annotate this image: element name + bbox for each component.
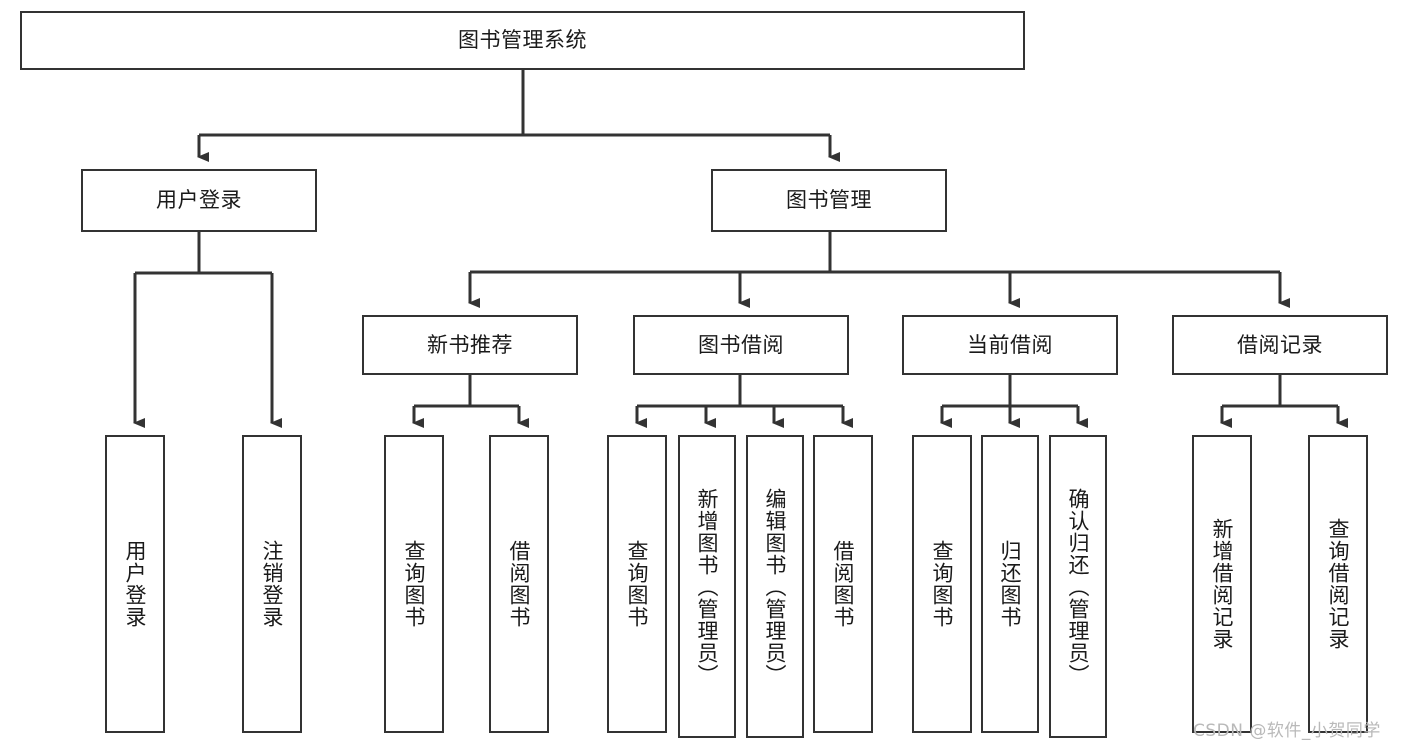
node-root-label: 图书管理系统 bbox=[458, 28, 587, 53]
node-leaf-add-borrow-record[interactable]: 新增借阅记录 bbox=[1192, 435, 1252, 733]
node-leaf-borrow-book-2-label: 借阅图书 bbox=[831, 540, 856, 628]
node-borrow-record[interactable]: 借阅记录 bbox=[1172, 315, 1388, 375]
node-leaf-query-book-1-label: 查询图书 bbox=[402, 540, 427, 628]
node-user-login-label: 用户登录 bbox=[156, 188, 242, 213]
node-leaf-user-login[interactable]: 用户登录 bbox=[105, 435, 165, 733]
node-leaf-query-book-1[interactable]: 查询图书 bbox=[384, 435, 444, 733]
node-leaf-user-login-label: 用户登录 bbox=[123, 540, 148, 628]
watermark-csdn: CSDN @软件_小贺同学 bbox=[1193, 721, 1381, 741]
node-leaf-borrow-book-2[interactable]: 借阅图书 bbox=[813, 435, 873, 733]
node-leaf-query-borrow-record-label: 查询借阅记录 bbox=[1326, 518, 1351, 650]
node-leaf-edit-book-admin-label: 编辑图书（管理员） bbox=[763, 487, 788, 686]
node-user-login[interactable]: 用户登录 bbox=[81, 169, 317, 232]
node-book-borrow[interactable]: 图书借阅 bbox=[633, 315, 849, 375]
node-leaf-add-book-admin-label: 新增图书（管理员） bbox=[695, 487, 720, 686]
node-leaf-add-book-admin[interactable]: 新增图书（管理员） bbox=[678, 435, 736, 738]
node-leaf-query-book-2[interactable]: 查询图书 bbox=[607, 435, 667, 733]
node-leaf-logout-login[interactable]: 注销登录 bbox=[242, 435, 302, 733]
node-root[interactable]: 图书管理系统 bbox=[20, 11, 1025, 70]
node-leaf-edit-book-admin[interactable]: 编辑图书（管理员） bbox=[746, 435, 804, 738]
node-leaf-confirm-return-admin[interactable]: 确认归还（管理员） bbox=[1049, 435, 1107, 738]
node-leaf-confirm-return-admin-label: 确认归还（管理员） bbox=[1066, 487, 1091, 686]
node-leaf-query-book-3[interactable]: 查询图书 bbox=[912, 435, 972, 733]
node-book-borrow-label: 图书借阅 bbox=[698, 332, 784, 357]
node-leaf-return-book-label: 归还图书 bbox=[998, 540, 1023, 628]
node-borrow-record-label: 借阅记录 bbox=[1237, 332, 1323, 357]
node-leaf-borrow-book-1[interactable]: 借阅图书 bbox=[489, 435, 549, 733]
node-book-manage-label: 图书管理 bbox=[786, 188, 872, 213]
node-leaf-logout-login-label: 注销登录 bbox=[260, 540, 285, 628]
node-current-borrow-label: 当前借阅 bbox=[967, 332, 1053, 357]
node-leaf-query-book-2-label: 查询图书 bbox=[625, 540, 650, 628]
node-leaf-borrow-book-1-label: 借阅图书 bbox=[507, 540, 532, 628]
node-leaf-query-borrow-record[interactable]: 查询借阅记录 bbox=[1308, 435, 1368, 733]
node-new-book-recommend[interactable]: 新书推荐 bbox=[362, 315, 578, 375]
node-book-manage[interactable]: 图书管理 bbox=[711, 169, 947, 232]
node-leaf-query-book-3-label: 查询图书 bbox=[930, 540, 955, 628]
node-leaf-return-book[interactable]: 归还图书 bbox=[981, 435, 1039, 733]
node-leaf-add-borrow-record-label: 新增借阅记录 bbox=[1210, 518, 1235, 650]
node-current-borrow[interactable]: 当前借阅 bbox=[902, 315, 1118, 375]
node-new-book-recommend-label: 新书推荐 bbox=[427, 332, 513, 357]
